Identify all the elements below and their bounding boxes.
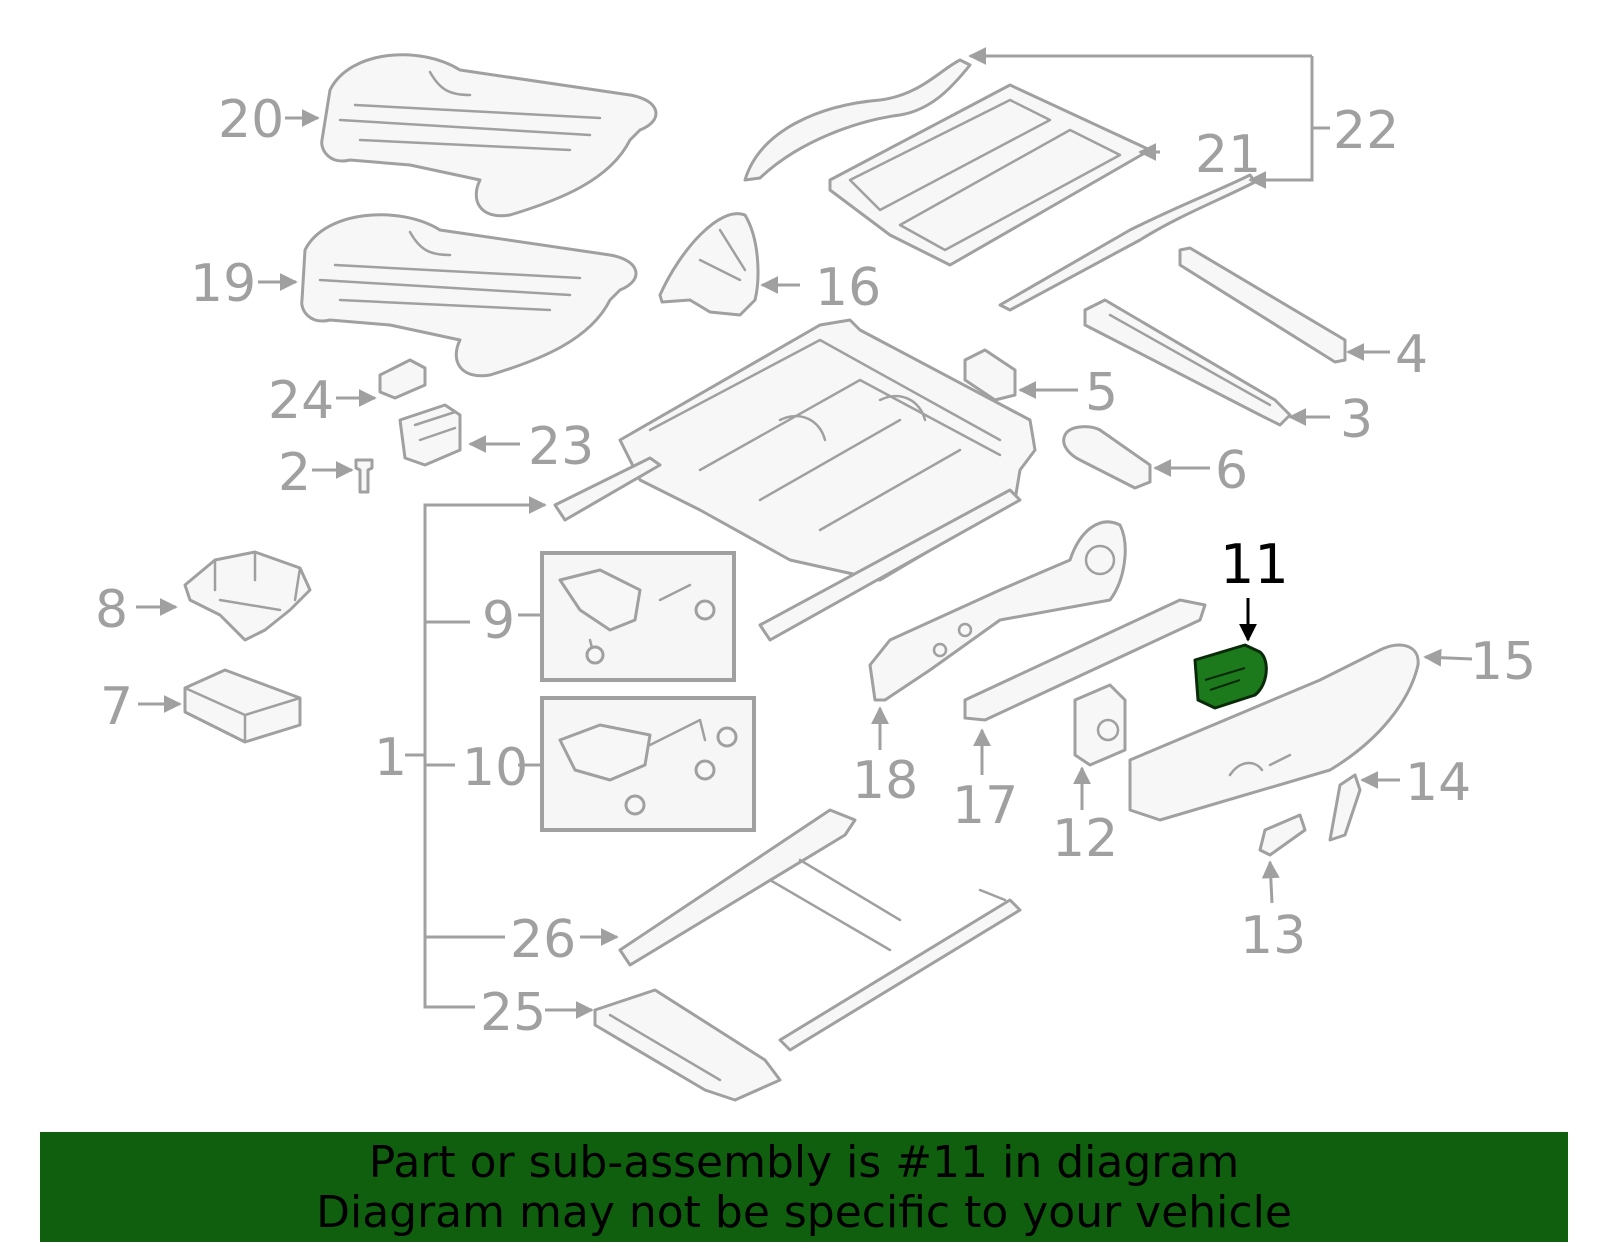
callout-14: 14 — [1405, 753, 1471, 813]
part-3-rail — [1083, 298, 1292, 427]
callout-6: 6 — [1215, 441, 1248, 501]
callout-13: 13 — [1240, 906, 1306, 966]
callout-21: 21 — [1195, 125, 1261, 185]
callout-17: 17 — [952, 776, 1018, 836]
part-12-motor — [1073, 683, 1127, 767]
part-11-seat-switch — [1193, 643, 1268, 710]
part-17-side-rail — [963, 598, 1207, 722]
callout-9: 9 — [482, 591, 515, 651]
callout-labels: 20 19 24 2 23 8 7 16 21 22 4 5 3 6 9 10 … — [95, 90, 1536, 1043]
callout-18: 18 — [852, 751, 918, 811]
part-22-heater-element — [743, 58, 1257, 312]
part-18-side-frame — [868, 520, 1127, 702]
part-9-inset — [540, 551, 736, 682]
part-23-bracket — [398, 403, 462, 467]
part-7-module — [183, 668, 302, 744]
callout-1: 1 — [374, 728, 407, 788]
callout-5: 5 — [1085, 363, 1118, 423]
part-16-shield — [658, 212, 760, 317]
part-5-connector — [963, 348, 1017, 402]
part-20-cushion-cover — [320, 53, 658, 218]
part-26-track-assembly — [618, 808, 1022, 1052]
part-8-bracket — [183, 550, 312, 642]
part-24-clip — [378, 358, 427, 400]
part-2-bolt — [354, 458, 374, 494]
callout-15: 15 — [1470, 632, 1536, 692]
callout-8: 8 — [95, 580, 128, 640]
callout-25: 25 — [480, 983, 546, 1043]
callout-10: 10 — [462, 738, 528, 798]
banner-line-1: Part or sub-assembly is #11 in diagram — [368, 1137, 1240, 1188]
part-19-cushion-pad — [300, 213, 638, 378]
callout-3: 3 — [1340, 390, 1373, 450]
part-13-knob — [1258, 813, 1307, 857]
callout-16: 16 — [815, 258, 881, 318]
info-banner: Part or sub-assembly is #11 in diagram D… — [40, 1132, 1568, 1242]
callout-22: 22 — [1333, 101, 1399, 161]
leader-lines — [136, 47, 1473, 1019]
callout-20: 20 — [218, 90, 284, 150]
part-25-bracket — [593, 988, 782, 1102]
callout-2: 2 — [278, 443, 311, 503]
part-1-seat-frame — [553, 318, 1037, 642]
callout-23: 23 — [528, 417, 594, 477]
callout-12: 12 — [1052, 809, 1118, 869]
part-15-side-trim — [1128, 643, 1420, 822]
callout-4: 4 — [1395, 325, 1428, 385]
callout-19: 19 — [190, 254, 256, 314]
part-14-knob — [1328, 773, 1362, 842]
banner-line-2: Diagram may not be specific to your vehi… — [316, 1187, 1292, 1238]
callout-26: 26 — [510, 910, 576, 970]
callout-11-highlighted: 11 — [1220, 533, 1289, 596]
callout-7: 7 — [100, 677, 133, 737]
part-21-heater-mat — [828, 83, 1152, 267]
callout-24: 24 — [268, 371, 334, 431]
part-10-inset — [540, 696, 756, 832]
part-6-handle — [1062, 425, 1152, 490]
part-4-rail-trim — [1178, 246, 1347, 364]
